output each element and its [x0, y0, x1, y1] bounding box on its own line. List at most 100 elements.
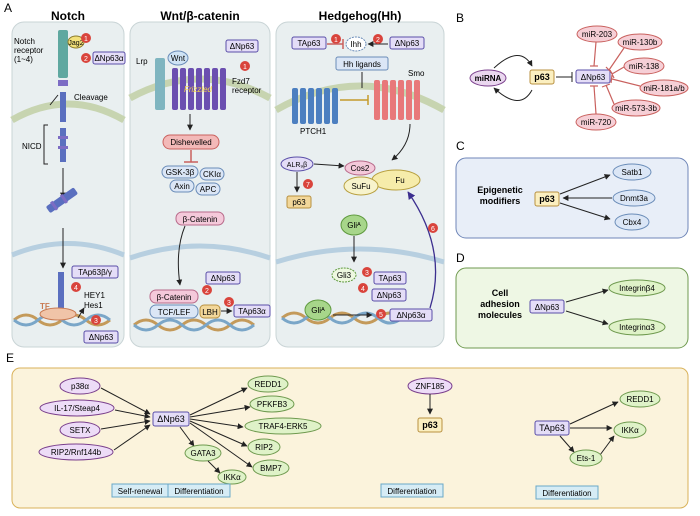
svg-text:5: 5: [379, 312, 383, 319]
svg-text:3: 3: [365, 270, 369, 277]
notch-dnp63a-node: [92, 51, 126, 65]
wnt-badge-2: [202, 285, 212, 295]
notch-receptor-ecd: [58, 30, 68, 78]
tf-label: TF: [40, 302, 50, 311]
wnt-tap63a-node: [233, 304, 271, 318]
smo-receptor: [374, 80, 420, 120]
e-rip2-node: [247, 438, 281, 456]
integrin-b4-node: [608, 279, 666, 297]
ets1-node: [569, 449, 603, 467]
wnt-ligand-node: [167, 50, 189, 66]
cos2-label: Cos2: [351, 164, 370, 173]
znf185-label: ZNF185: [416, 382, 445, 391]
nicd-translocating: [46, 188, 78, 213]
mir-720-label: miR-720: [581, 118, 612, 127]
mir-inhibition-lines: [590, 41, 641, 115]
hh-dnp63-label: ΔNp63: [395, 39, 420, 48]
gsk3b-label: GSK-3β: [166, 168, 195, 177]
hh-badge-5: [376, 309, 386, 319]
wnt-title: Wnt/β-catenin: [160, 9, 239, 23]
lrp-receptor: [155, 58, 165, 110]
traf4-erk5-node: [244, 417, 322, 435]
alr-label: ALR₉β: [287, 162, 307, 169]
e-redd1-label: REDD1: [254, 380, 282, 389]
hh-dnp63a-label: ΔNp63α: [396, 311, 425, 320]
ihh-label: Ihh: [350, 40, 361, 49]
il17-steap4-node: [39, 399, 115, 417]
notch-receptor-label-1: Notch: [14, 37, 35, 46]
hh-title: Hedgehog(Hh): [319, 9, 402, 23]
dnmt3a-node: [612, 189, 656, 207]
axin-node: [169, 179, 195, 193]
gli-a2-node: [304, 299, 332, 321]
wnt-ligand-label: Wnt: [171, 54, 186, 63]
svg-text:3: 3: [227, 300, 231, 307]
hh-dnp63-2-label: ΔNp63: [377, 291, 402, 300]
traf4-erk5-label: TRAF4-ERK5: [259, 422, 308, 431]
mir-573-3b-label: miR-573-3b: [615, 104, 657, 113]
wnt-badge-1: [240, 61, 250, 71]
mir-138-node: [623, 57, 665, 75]
lbh-label: LBH: [202, 308, 218, 317]
d-dnp63-node: [529, 299, 565, 314]
svg-text:2: 2: [376, 37, 380, 44]
hh-tap63-2-node: [373, 271, 407, 285]
tcf-lef-label: TCF/LEF: [158, 308, 191, 317]
e-rip2-label: RIP2: [255, 443, 273, 452]
hh-ligands-node: [335, 56, 389, 71]
d-label-2: adhesion: [480, 299, 520, 309]
hh-badge-1: [331, 34, 341, 44]
frizzled-receptor: [172, 68, 226, 110]
jag2-label: Jag2: [68, 40, 83, 47]
dishevelled-node: [162, 134, 220, 150]
b-dnp63-label: ΔNp63: [581, 73, 606, 82]
hh-nucleus: [275, 246, 445, 265]
panel-letter-c: C: [456, 139, 465, 153]
notch-dnp63a-label: ΔNp63α: [94, 54, 123, 63]
notch-badge-3: [91, 315, 101, 325]
notch-title: Notch: [51, 9, 85, 23]
ptch1-receptor: [292, 88, 338, 124]
hh-tap63-node: [291, 36, 327, 50]
hh-dnp63-node: [389, 36, 425, 50]
svg-text:7: 7: [306, 182, 310, 189]
bcatenin-node: [175, 211, 225, 226]
hh-badge-7: [303, 179, 313, 189]
e-ikka-label: IKKα: [223, 473, 241, 482]
notch-tm: [60, 92, 66, 122]
setx-node: [59, 421, 101, 439]
integrin-a3-label: Integrinα3: [619, 323, 655, 332]
gli-a2-label: Gliᴬ: [311, 306, 325, 315]
satb1-node: [612, 163, 652, 181]
cbx4-label: Cbx4: [623, 218, 642, 227]
svg-text:2: 2: [205, 288, 209, 295]
panel-letter-e: E: [6, 351, 14, 365]
axin-label: Axin: [174, 182, 190, 191]
b-dnp63-node: [575, 69, 611, 84]
mir-181ab-label: miR-181a/b: [643, 84, 685, 93]
setx-label: SETX: [70, 426, 92, 435]
mir-130b-node: [617, 33, 663, 51]
panel-letter-b: B: [456, 11, 464, 25]
c-p63-label: p63: [539, 194, 555, 204]
hey1-label: HEY1: [84, 291, 105, 300]
e-tap63-node: [534, 420, 570, 436]
nicd-fragment: [60, 128, 66, 162]
b-p63-node: [529, 69, 555, 85]
gli-a-label: Gliᴬ: [347, 221, 361, 230]
il17-steap4-label: IL-17/Steap4: [54, 404, 100, 413]
notch-badge-4: [71, 282, 81, 292]
notch-nucleus: [11, 241, 125, 258]
hh-feedback-arrow: [407, 191, 437, 309]
cleavage-label: Cleavage: [74, 93, 108, 102]
bcatenin-label: β-Catenin: [183, 215, 218, 224]
rip2-rnf144b-node: [38, 443, 114, 461]
svg-text:4: 4: [361, 286, 365, 293]
e-redd1-2-label: REDD1: [626, 395, 654, 404]
b-p63-label: p63: [534, 72, 550, 82]
notch-badge-1: [81, 33, 91, 43]
d-dnp63-label: ΔNp63: [535, 303, 560, 312]
apc-node: [195, 182, 221, 196]
wnt-dna: [133, 318, 255, 332]
